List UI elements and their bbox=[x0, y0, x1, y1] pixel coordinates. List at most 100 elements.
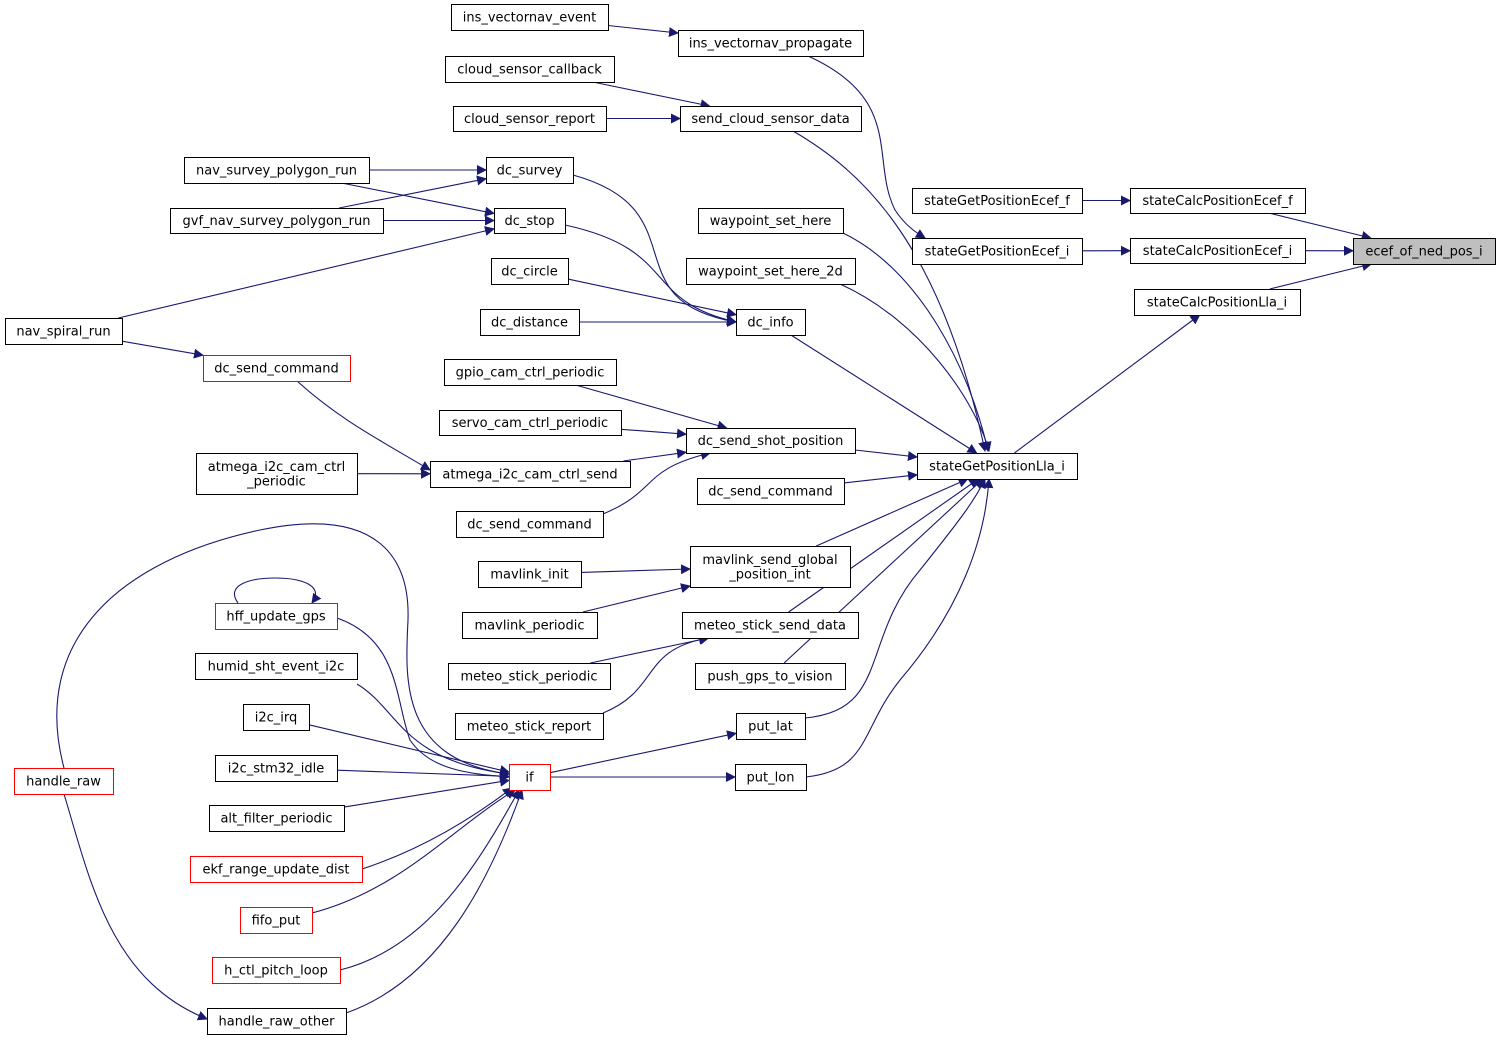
node-ecef[interactable]: ecef_of_ned_pos_i bbox=[1353, 238, 1496, 265]
node-box[interactable] bbox=[240, 907, 313, 934]
node-wp-here[interactable]: waypoint_set_here bbox=[698, 208, 844, 234]
node-box[interactable] bbox=[690, 546, 851, 588]
node-box[interactable] bbox=[190, 856, 363, 883]
node-dc-send-cmd-left[interactable]: dc_send_command bbox=[456, 511, 604, 538]
node-box[interactable] bbox=[451, 4, 609, 31]
node-mavlink-global[interactable]: mavlink_send_global_position_int bbox=[690, 546, 851, 588]
node-box[interactable] bbox=[444, 359, 617, 386]
node-box[interactable] bbox=[486, 157, 574, 184]
node-ins-prop[interactable]: ins_vectornav_propagate bbox=[678, 30, 864, 57]
node-meteo-periodic[interactable]: meteo_stick_periodic bbox=[448, 663, 611, 690]
node-box[interactable] bbox=[695, 663, 846, 690]
node-box[interactable] bbox=[736, 309, 806, 336]
node-box[interactable] bbox=[195, 653, 358, 680]
node-box[interactable] bbox=[212, 957, 341, 984]
node-box[interactable] bbox=[439, 410, 622, 436]
node-box[interactable] bbox=[1130, 188, 1306, 214]
node-meteo-report[interactable]: meteo_stick_report bbox=[455, 713, 604, 740]
node-atmega-periodic[interactable]: atmega_i2c_cam_ctrl_periodic bbox=[196, 453, 358, 495]
node-nav-spiral[interactable]: nav_spiral_run bbox=[5, 318, 123, 345]
node-box[interactable] bbox=[170, 208, 384, 234]
node-box[interactable] bbox=[912, 238, 1083, 265]
node-box[interactable] bbox=[14, 768, 114, 795]
node-box[interactable] bbox=[494, 208, 566, 234]
node-box[interactable] bbox=[1134, 289, 1301, 316]
node-atmega-send[interactable]: atmega_i2c_cam_ctrl_send bbox=[430, 461, 631, 488]
node-ekf-range[interactable]: ekf_range_update_dist bbox=[190, 856, 363, 883]
node-dc-send-cmd-red[interactable]: dc_send_command bbox=[203, 355, 351, 382]
node-box[interactable] bbox=[445, 56, 615, 83]
node-dc-stop[interactable]: dc_stop bbox=[494, 208, 566, 234]
node-get-ecef-i[interactable]: stateGetPositionEcef_i bbox=[912, 238, 1083, 265]
node-ins-event[interactable]: ins_vectornav_event bbox=[451, 4, 609, 31]
node-if[interactable]: if bbox=[509, 764, 551, 791]
node-dc-shot[interactable]: dc_send_shot_position bbox=[686, 428, 856, 454]
node-dc-survey[interactable]: dc_survey bbox=[486, 157, 574, 184]
node-put-lat[interactable]: put_lat bbox=[736, 713, 806, 740]
node-wp-here-2d[interactable]: waypoint_set_here_2d bbox=[686, 258, 856, 285]
node-fifo-put[interactable]: fifo_put bbox=[240, 907, 313, 934]
node-box[interactable] bbox=[678, 30, 864, 57]
node-box[interactable] bbox=[736, 713, 806, 740]
node-box[interactable] bbox=[184, 157, 370, 184]
node-box[interactable] bbox=[448, 663, 611, 690]
node-box[interactable] bbox=[682, 612, 859, 639]
node-meteo-send[interactable]: meteo_stick_send_data bbox=[682, 612, 859, 639]
node-mavlink-periodic[interactable]: mavlink_periodic bbox=[462, 612, 598, 639]
node-alt-filter[interactable]: alt_filter_periodic bbox=[209, 805, 345, 832]
node-box[interactable] bbox=[686, 428, 856, 454]
node-handle-raw[interactable]: handle_raw bbox=[14, 768, 114, 795]
node-box[interactable] bbox=[203, 355, 351, 382]
node-box[interactable] bbox=[686, 258, 856, 285]
node-send-cloud[interactable]: send_cloud_sensor_data bbox=[680, 106, 862, 132]
node-calc-ecef-f[interactable]: stateCalcPositionEcef_f bbox=[1130, 188, 1306, 214]
node-box[interactable] bbox=[917, 453, 1078, 480]
node-box[interactable] bbox=[209, 805, 345, 832]
node-dc-info[interactable]: dc_info bbox=[736, 309, 806, 336]
node-cloud-cb[interactable]: cloud_sensor_callback bbox=[445, 56, 615, 83]
node-dc-distance[interactable]: dc_distance bbox=[480, 309, 580, 336]
node-gpio-cam[interactable]: gpio_cam_ctrl_periodic bbox=[444, 359, 617, 386]
node-box[interactable] bbox=[462, 612, 598, 639]
node-box[interactable] bbox=[912, 188, 1083, 214]
node-handle-raw-other[interactable]: handle_raw_other bbox=[207, 1008, 347, 1035]
node-box[interactable] bbox=[455, 713, 604, 740]
node-cloud-rep[interactable]: cloud_sensor_report bbox=[453, 106, 607, 132]
node-box[interactable] bbox=[430, 461, 631, 488]
node-box[interactable] bbox=[680, 106, 862, 132]
node-box[interactable] bbox=[196, 453, 358, 495]
node-dc-send-cmd-mid[interactable]: dc_send_command bbox=[697, 478, 845, 505]
node-get-lla-i[interactable]: stateGetPositionLla_i bbox=[917, 453, 1078, 480]
node-box[interactable] bbox=[5, 318, 123, 345]
node-box[interactable] bbox=[491, 258, 569, 285]
node-box[interactable] bbox=[1353, 238, 1496, 265]
node-servo-cam[interactable]: servo_cam_ctrl_periodic bbox=[439, 410, 622, 436]
node-box[interactable] bbox=[480, 309, 580, 336]
node-box[interactable] bbox=[735, 764, 807, 791]
node-dc-circle[interactable]: dc_circle bbox=[491, 258, 569, 285]
node-box[interactable] bbox=[509, 764, 551, 791]
node-box[interactable] bbox=[1130, 238, 1306, 264]
node-i2c-stm32[interactable]: i2c_stm32_idle bbox=[215, 755, 338, 782]
node-gvf-survey[interactable]: gvf_nav_survey_polygon_run bbox=[170, 208, 384, 234]
node-box[interactable] bbox=[207, 1008, 347, 1035]
node-box[interactable] bbox=[697, 478, 845, 505]
node-push-gps[interactable]: push_gps_to_vision bbox=[695, 663, 846, 690]
node-mavlink-init[interactable]: mavlink_init bbox=[478, 561, 582, 588]
node-box[interactable] bbox=[478, 561, 582, 588]
node-hff[interactable]: hff_update_gps bbox=[215, 603, 338, 630]
node-nav-survey[interactable]: nav_survey_polygon_run bbox=[184, 157, 370, 184]
node-box[interactable] bbox=[698, 208, 844, 234]
node-box[interactable] bbox=[215, 755, 338, 782]
node-box[interactable] bbox=[215, 603, 338, 630]
node-box[interactable] bbox=[453, 106, 607, 132]
node-box[interactable] bbox=[456, 511, 604, 538]
node-humid[interactable]: humid_sht_event_i2c bbox=[195, 653, 358, 680]
node-calc-ecef-i[interactable]: stateCalcPositionEcef_i bbox=[1130, 238, 1306, 264]
node-h-ctl[interactable]: h_ctl_pitch_loop bbox=[212, 957, 341, 984]
node-calc-lla-i[interactable]: stateCalcPositionLla_i bbox=[1134, 289, 1301, 316]
node-box[interactable] bbox=[243, 704, 310, 731]
node-i2c-irq[interactable]: i2c_irq bbox=[243, 704, 310, 731]
node-put-lon[interactable]: put_lon bbox=[735, 764, 807, 791]
node-get-ecef-f[interactable]: stateGetPositionEcef_f bbox=[912, 188, 1083, 214]
